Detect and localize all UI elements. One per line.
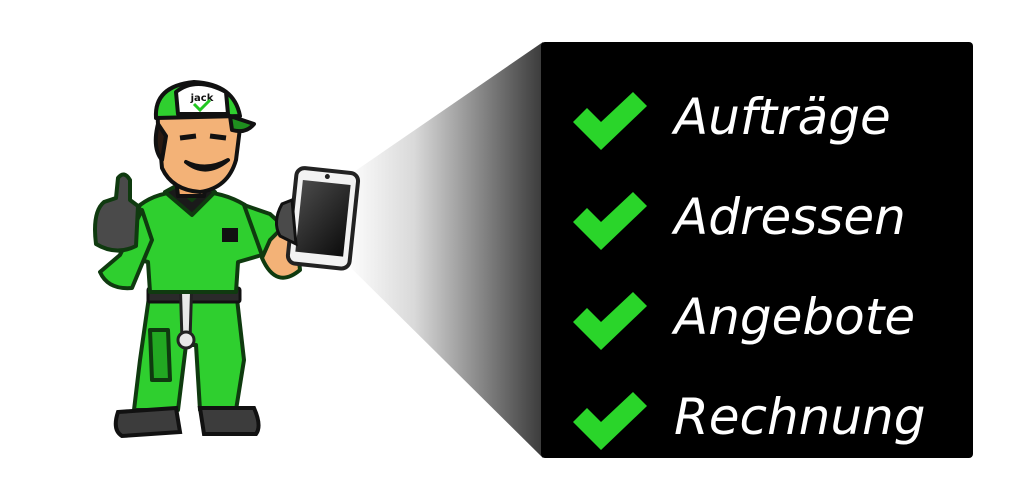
tablet-icon [285,166,361,271]
cap-logo: jack [190,93,214,104]
features-panel: Aufträge Adressen Angebote Rechnung [541,42,973,458]
projection-beam [345,42,543,458]
mascot-head [153,94,242,198]
cap-check-icon [192,98,212,113]
mascot-right-glove [275,197,298,247]
checkmark-icon [573,192,647,250]
mascot-left-arm [93,172,154,291]
feature-item-auftraege: Aufträge [541,70,973,170]
mascot-shoes [113,405,261,439]
mascot-legs [132,288,246,412]
mascot-cap [153,80,256,134]
feature-label: Adressen [674,188,906,246]
feature-item-rechnung: Rechnung [541,370,973,470]
checkmark-icon [573,92,647,150]
feature-label: Aufträge [674,88,891,146]
shirt-logo [222,228,238,242]
checkmark-icon [573,392,647,450]
checkmark-icon [573,292,647,350]
feature-label: Rechnung [674,388,926,446]
feature-item-angebote: Angebote [541,270,973,370]
feature-label: Angebote [674,288,916,346]
feature-item-adressen: Adressen [541,170,973,270]
